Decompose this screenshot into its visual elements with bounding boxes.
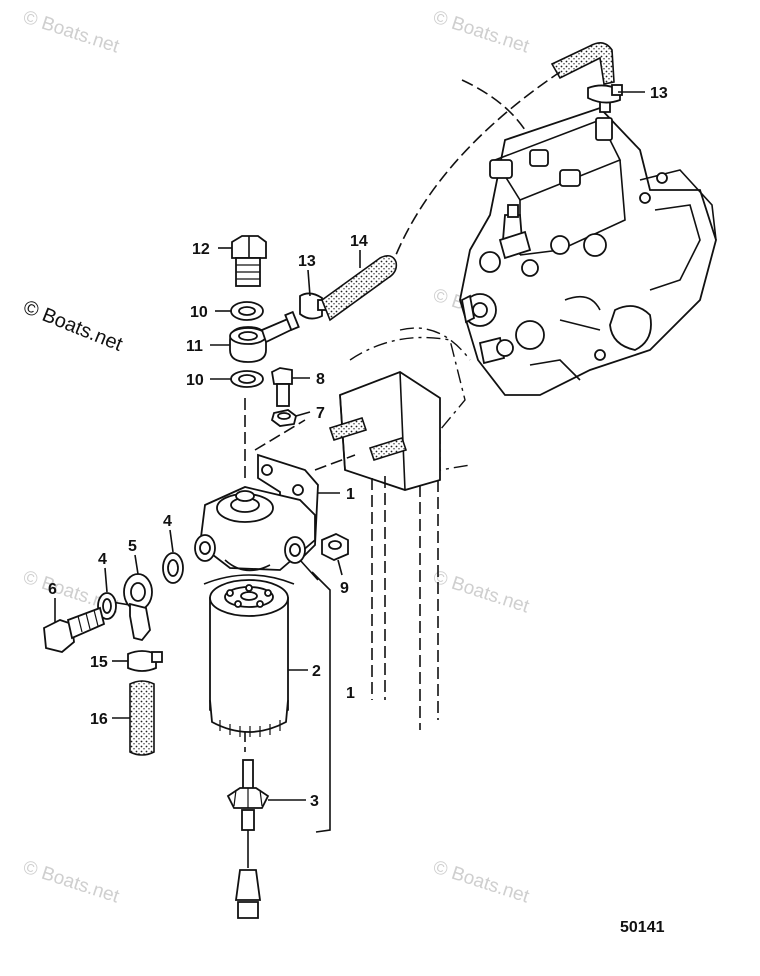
- callout-10-lower: 10: [186, 372, 204, 389]
- callout-16: 16: [90, 711, 108, 728]
- callout-13-mid: 13: [298, 253, 316, 270]
- washer-10-upper-hole: [238, 306, 256, 316]
- callout-7: 7: [316, 405, 325, 422]
- callout-9: 9: [340, 580, 349, 597]
- callout-3: 3: [310, 793, 319, 810]
- banjo-bolt-12: [231, 235, 267, 287]
- callout-14: 14: [350, 233, 368, 250]
- callout-15: 15: [90, 654, 108, 671]
- bracket-1: [311, 571, 331, 833]
- callout-labels: 13 14 12 13 10 11 10 8 7 1 4 5 4 9 6 2 1…: [48, 85, 668, 810]
- callout-10-upper: 10: [190, 304, 208, 321]
- watermark-top-left: © Boats.net: [20, 7, 122, 58]
- washer-10-lower-hole: [238, 374, 256, 384]
- washer-4-right-hole: [167, 559, 179, 577]
- callout-6: 6: [48, 581, 57, 598]
- callout-1-upper: 1: [346, 486, 355, 503]
- callout-4-left: 4: [98, 551, 107, 568]
- callout-12: 12: [192, 241, 210, 258]
- hose-14: [321, 254, 398, 322]
- hose-clamp-13-mid: [299, 292, 328, 320]
- banjo-fitting-5: [123, 573, 153, 642]
- hose-clamp-15: [127, 650, 163, 672]
- banjo-bolt-6: [43, 606, 106, 653]
- drain-valve-3: [226, 759, 270, 919]
- callout-4-right: 4: [163, 513, 172, 530]
- callout-11: 11: [186, 338, 203, 355]
- filter-element-2: [203, 574, 295, 737]
- watermark-bottom-left: © Boats.net: [20, 857, 122, 908]
- injection-pump: [459, 97, 717, 396]
- callout-5: 5: [128, 538, 137, 555]
- watermark-mid-right: © Boats.net: [430, 567, 532, 618]
- return-hose-upper: [550, 42, 623, 104]
- callout-2: 2: [312, 663, 321, 680]
- callout-leaders: [54, 91, 645, 801]
- nut-9: [321, 533, 349, 561]
- washer-4-left-hole: [102, 598, 112, 614]
- banjo-fitting-11: [229, 310, 300, 363]
- filter-head: [194, 453, 319, 572]
- callout-13-upper: 13: [650, 85, 668, 102]
- figure-number: 50141: [620, 919, 665, 936]
- nut-7: [270, 409, 298, 427]
- watermark-top-right: © Boats.net: [430, 7, 532, 58]
- mount-bracket-ghost: [328, 327, 471, 491]
- bracket-1-top: [299, 559, 319, 581]
- bolt-8: [271, 367, 293, 407]
- watermark-group: © Boats.net © Boats.net © Boats.net © Bo…: [20, 7, 532, 908]
- hose-16: [129, 680, 155, 756]
- watermark-bottom-right: © Boats.net: [430, 857, 532, 908]
- watermark-left-dark: © Boats.net: [20, 296, 126, 356]
- callout-1-lower: 1: [346, 685, 355, 702]
- callout-8: 8: [316, 371, 325, 388]
